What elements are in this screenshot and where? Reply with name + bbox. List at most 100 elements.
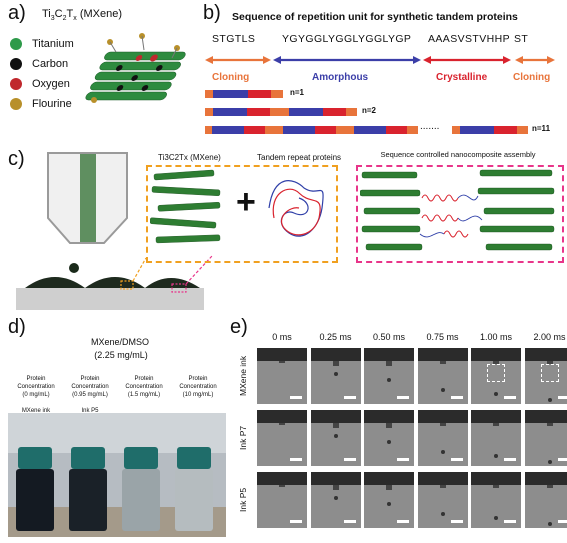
ink-jet [386,485,392,490]
concentration-line3: (0 mg/mL) [22,392,50,398]
panel-d-title-1: MXene/DMSO [90,337,150,347]
scale-bar [343,520,356,523]
nozzle [471,410,521,423]
concentration-line1: Protein [134,376,154,382]
bar-segment [205,108,213,116]
time-label: 0.50 ms [372,332,405,342]
droplet-frame [417,472,468,528]
concentration-line2: Concentration [125,384,163,390]
droplet [547,398,552,402]
droplet-frame [524,472,567,528]
droplet [387,502,391,506]
vial [69,447,107,533]
bar-segment [346,108,357,116]
bar-segment [289,108,323,116]
bar-segment [386,126,407,134]
nozzle [417,472,468,485]
assembly-box [356,165,564,263]
n2-label: n=2 [362,106,377,115]
ink-jet [439,485,446,488]
bar-segment [247,108,270,116]
region-label-amorphous: Amorphous [312,72,369,83]
scale-bar [504,396,516,399]
droplet [440,450,445,454]
repeat-bar-n1 [205,90,283,98]
concentration-line2: Concentration [17,384,55,390]
region-arrows [205,56,555,64]
scale-bar [504,458,516,461]
vial-label: MXene ink [21,408,51,414]
n11-label: n=11 [532,124,551,133]
legend-label: Titanium [32,38,74,50]
bar-segment [244,126,265,134]
legend-item-3: Flourine [10,96,72,112]
bar-ellipsis: ....... [420,121,440,132]
n1-label: n=1 [290,88,305,97]
panel-b-label: b) [203,2,221,24]
ink-jet [279,423,285,425]
bar-segment [270,108,281,116]
nozzle [257,410,307,423]
concentration-line3: (0.95 mg/mL) [72,392,108,398]
vial-body [175,469,213,531]
scale-bar [557,458,567,461]
scale-bar [397,458,409,461]
ink-jet [386,361,392,366]
bar-segment [407,126,418,134]
legend-item-1: Carbon [10,56,68,72]
bar-segment [271,90,283,98]
mxene-formula-title: Ti3C2Tx (MXene) [42,8,123,23]
printing-nozzle-schematic [16,152,213,310]
nozzle [417,348,468,361]
ink-jet [332,423,339,428]
nozzle [364,348,414,361]
ink-jet [439,423,446,426]
repeat-bar-n2 [205,108,357,116]
mxene-box [146,165,338,263]
panel-b-title: Sequence of repetition unit for syntheti… [232,11,518,23]
bar-segment [347,126,354,134]
nanocomposite-assembly-illustration [360,169,555,251]
legend-label: Oxygen [32,78,70,90]
bar-segment [283,126,315,134]
legend-label: Flourine [32,98,72,110]
seq-cloning-right: ST [514,33,529,45]
droplet-frame [417,410,468,466]
scale-bar [450,396,463,399]
nozzle [310,348,361,361]
legend-item-2: Oxygen [10,76,70,92]
bar-segment [213,108,247,116]
scale-bar [343,396,356,399]
bar-segment [323,108,346,116]
mxene-flakes-illustration [150,169,221,244]
repeat-bar-n11-right [452,126,528,134]
bar-segment [336,126,347,134]
scale-bar [557,396,567,399]
row-label: MXene ink [238,355,248,396]
time-label: 1.00 ms [479,332,512,342]
ink-jet [493,361,499,364]
droplet-frame [364,472,414,528]
bar-segment [212,126,244,134]
protein-title: Tandem repeat proteins [257,153,342,162]
vials-photo [8,413,226,537]
ink-jet [332,485,339,490]
panel-c-label: c) [8,148,25,170]
nozzle [471,348,521,361]
nozzle [257,472,307,485]
scale-bar [450,458,463,461]
scale-bar [450,520,463,523]
bar-segment [452,126,460,134]
droplet-frame [257,410,307,466]
bar-segment [315,126,336,134]
droplet-frame [310,472,361,528]
bar-segment [281,108,289,116]
concentration-line2: Concentration [71,384,109,390]
mxene-crystal-illustration [85,33,186,103]
legend-dot-icon [10,78,22,90]
highlight-box [487,364,505,382]
time-label: 2.00 ms [533,332,566,342]
highlight-box [540,364,559,382]
ink-jet [279,361,285,363]
droplet [440,388,445,392]
